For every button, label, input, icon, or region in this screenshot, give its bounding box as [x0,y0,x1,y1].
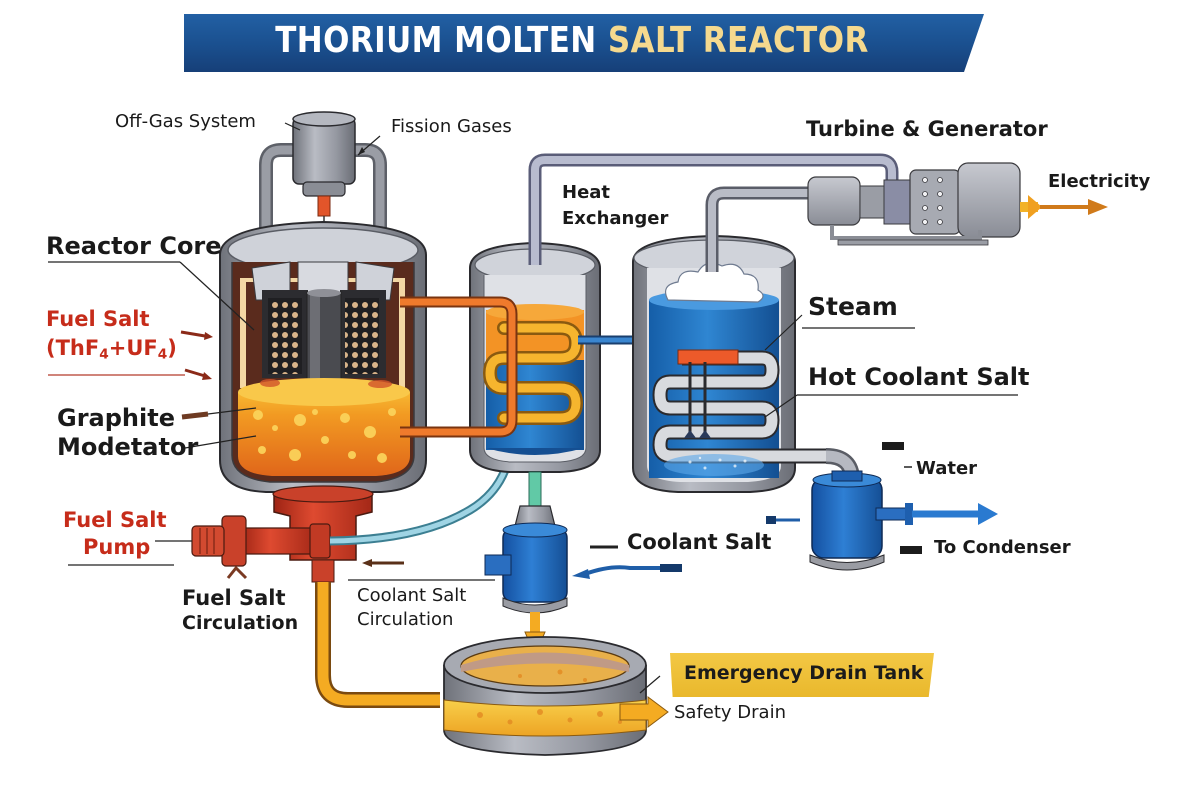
label-fuel-salt-circulation-line2: Circulation [182,612,299,634]
safety-drain-arrow-icon [619,696,669,728]
reactor-vessel [48,220,427,493]
label-graphite: Graphite [57,404,175,432]
formula-close: ) [167,336,177,360]
steam-cloud [665,262,764,303]
hot-coolant-leader-line [764,394,798,418]
formula-sub-2: 4 [157,346,168,363]
label-off-gas-system: Off-Gas System [115,111,256,132]
label-coolant-salt-circulation-line2: Circulation [357,609,454,630]
label-safety-drain: Safety Drain [674,702,786,723]
graphite-leader-line [207,407,257,415]
title-banner: THORIUM MOLTEN SALT REACTOR [184,14,984,72]
condenser-pump [766,466,998,571]
label-to-condenser: To Condenser [934,537,1071,558]
steam-leader-line [764,314,803,351]
label-fuel-salt-formula: (ThF4+UF4) [46,336,177,363]
label-fuel-salt-circulation-line1: Fuel Salt [182,586,286,610]
steam-generator [632,186,1018,510]
label-water: Water [916,458,978,479]
label-reactor-core: Reactor Core [46,232,222,260]
emergency-drain-tank [443,636,669,756]
title-part-2: SALT REACTOR [607,20,869,61]
off-gas-system [259,111,387,265]
electricity-arrow-icon [1088,199,1108,215]
label-modetator: Modetator [57,433,199,461]
label-fuel-salt: Fuel Salt [46,307,150,331]
off-gas-leader-line [284,122,301,131]
fuel-salt-arrow-icon [204,332,213,340]
formula-open: (ThF [46,336,100,360]
label-fuel-salt-pump-line1: Fuel Salt [63,508,167,532]
emergency-drain-tank-badge: Emergency Drain Tank [670,653,934,697]
label-steam: Steam [808,292,898,321]
label-heat-exchanger-line2: Exchanger [562,208,669,229]
label-hot-coolant-salt: Hot Coolant Salt [808,363,1030,391]
formula-plus: +UF [108,336,158,360]
label-turbine-generator: Turbine & Generator [806,117,1048,141]
bubbles [253,408,396,463]
fuel-salt-pump [68,485,374,583]
label-heat-exchanger-line1: Heat [562,182,611,203]
heat-exchanger [400,153,899,507]
label-emergency-drain-tank: Emergency Drain Tank [684,662,924,684]
label-fuel-salt-pump-line2: Pump [83,535,151,559]
to-condenser-arrow-icon [978,503,998,525]
label-coolant-salt-circulation-line1: Coolant Salt [357,585,467,606]
label-fission-gases: Fission Gases [391,116,512,137]
title-banner-background [184,14,984,72]
turbine-generator [807,162,1108,246]
label-coolant-salt: Coolant Salt [627,530,772,554]
reactor-core-leader-line [179,261,255,331]
label-electricity: Electricity [1048,171,1151,192]
title-part-1: THORIUM MOLTEN [275,20,597,61]
formula-sub-1: 4 [99,346,109,363]
coolant-salt-pump [484,505,682,658]
page-title: THORIUM MOLTEN SALT REACTOR [238,20,905,61]
